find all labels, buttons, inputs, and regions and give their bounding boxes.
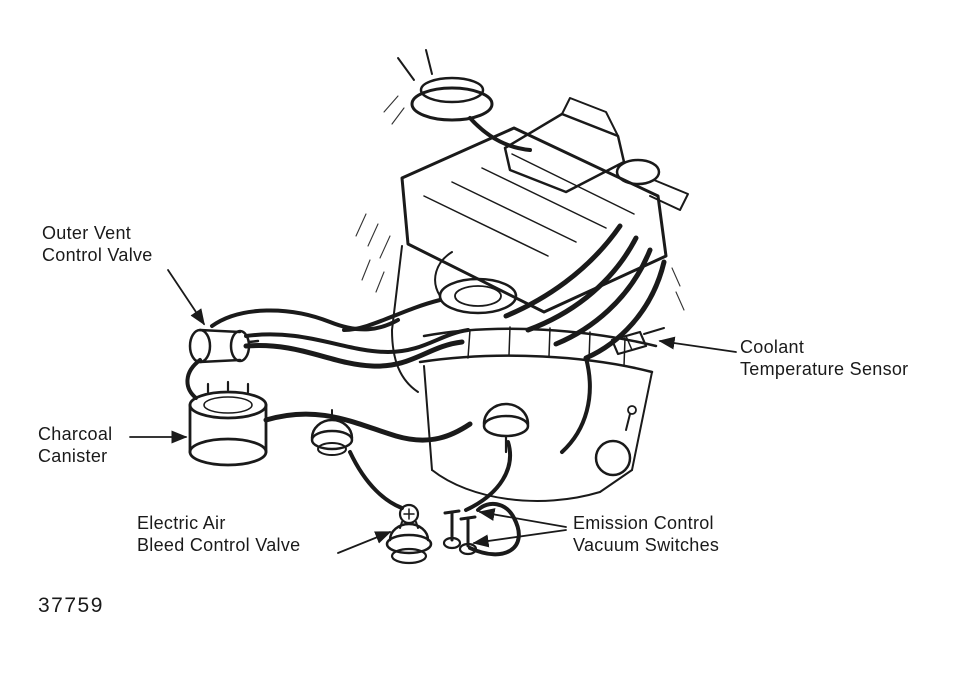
label-line: Electric Air [137,513,226,533]
label-line: Coolant [740,337,805,357]
label-line: Temperature Sensor [740,359,909,379]
hatching-art [355,95,685,311]
label-line: Control Valve [42,245,153,265]
label-emission-control-vacuum-switches: Emission Control Vacuum Switches [573,512,719,556]
figure-number: 37759 [38,594,104,617]
leader-electric-air-bleed [337,531,392,554]
label-coolant-temperature-sensor: Coolant Temperature Sensor [740,336,908,380]
engine-block-art [391,245,658,502]
label-line: Emission Control [573,513,714,533]
label-line: Bleed Control Valve [137,535,301,555]
leader-coolant-sensor [658,336,737,353]
label-outer-vent-control-valve: Outer Vent Control Valve [42,222,153,266]
vacuum-valve-2-art [482,402,530,454]
coolant-temperature-sensor-art [610,327,665,356]
leader-arrows [129,269,737,554]
label-charcoal-canister: Charcoal Canister [38,423,112,467]
label-line: Vacuum Switches [573,535,720,555]
electric-air-bleed-valve-art [385,503,433,565]
charcoal-canister-art [188,380,268,467]
vacuum-hoses-art [185,298,521,557]
round-sensor-art [594,405,637,477]
components-art [188,327,665,565]
outer-vent-control-valve-art [188,328,260,364]
leader-emission-switch-1 [478,508,567,528]
label-line: Charcoal [38,424,113,444]
leader-emission-switch-2 [472,529,567,548]
vacuum-valve-art [310,409,354,456]
plug-wires-art [503,223,667,454]
label-line: Canister [38,446,108,466]
engine-upper-art [397,49,689,314]
label-line: Outer Vent [42,223,132,243]
label-electric-air-bleed-control-valve: Electric Air Bleed Control Valve [137,512,300,556]
emission-vacuum-switches-art [442,509,478,556]
leader-outer-vent [167,269,205,326]
